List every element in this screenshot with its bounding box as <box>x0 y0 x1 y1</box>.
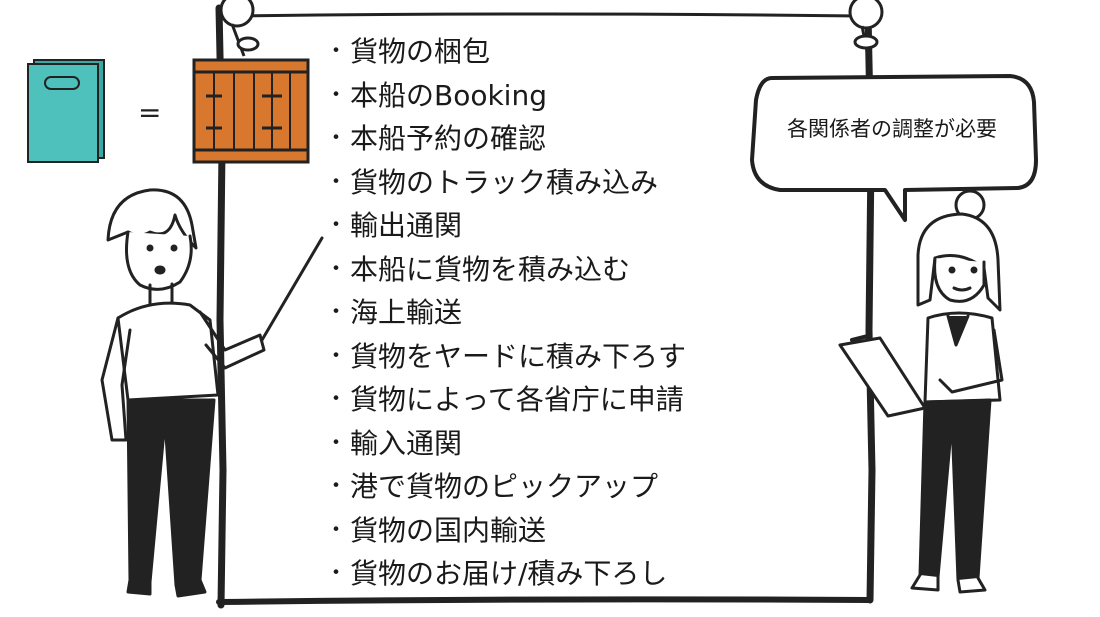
bullet: ・ <box>325 169 348 195</box>
list-item: ・本船に貨物を積み込む <box>325 248 686 292</box>
pin-right-icon <box>848 0 884 57</box>
step-label: 輸出通関 <box>350 209 463 242</box>
bullet: ・ <box>325 474 348 499</box>
list-item: ・貨物の国内輸送 <box>325 509 686 553</box>
step-label: 輸入通関 <box>350 426 463 460</box>
folder-icon <box>27 59 105 163</box>
list-item: ・本船のBooking <box>325 74 686 118</box>
step-label: 本船のBooking <box>350 78 547 112</box>
step-label: 本船に貨物を積み込む <box>350 252 631 286</box>
bullet: ・ <box>325 39 348 64</box>
bullet: ・ <box>325 517 348 543</box>
bullet: ・ <box>325 387 348 412</box>
step-label: 貨物のお届け/積み下ろし <box>350 557 668 590</box>
speech-bubble-text: 各関係者の調整が必要 <box>787 117 997 141</box>
woman-with-clipboard-figure <box>838 189 1004 594</box>
bullet: ・ <box>325 561 348 586</box>
shipping-steps-list: ・貨物の梱包 ・本船のBooking ・本船予約の確認 ・貨物のトラック積み込み… <box>325 30 686 596</box>
list-item: ・貨物によって各省庁に申請 <box>325 378 686 422</box>
speech-bubble <box>750 74 1038 222</box>
bullet: ・ <box>325 213 348 238</box>
list-item: ・貨物の梱包 <box>325 30 686 74</box>
bullet: ・ <box>325 126 348 151</box>
bullet: ・ <box>325 82 348 108</box>
step-label: 港で貨物のピックアップ <box>350 470 659 503</box>
bullet: ・ <box>325 343 348 369</box>
list-item: ・港で貨物のピックアップ <box>325 465 686 509</box>
step-label: 貨物の国内輸送 <box>350 513 547 547</box>
list-item: ・輸出通関 <box>325 204 686 248</box>
step-label: 貨物によって各省庁に申請 <box>350 383 684 416</box>
step-label: 本船予約の確認 <box>350 122 547 155</box>
list-item: ・貨物をヤードに積み下ろす <box>325 335 686 379</box>
shipping-container-icon <box>192 58 310 164</box>
list-item: ・本船予約の確認 <box>325 117 686 161</box>
step-label: 貨物のトラック積み込み <box>350 165 659 199</box>
list-item: ・海上輸送 <box>325 291 686 335</box>
list-item: ・輸入通関 <box>325 422 686 466</box>
step-label: 貨物をヤードに積み下ろす <box>350 339 687 373</box>
step-label: 貨物の梱包 <box>350 35 491 68</box>
list-item: ・貨物のお届け/積み下ろし <box>325 552 686 596</box>
step-label: 海上輸送 <box>350 296 463 329</box>
equals-sign: = <box>138 96 162 129</box>
bullet: ・ <box>325 430 348 456</box>
pin-left-icon <box>219 0 260 57</box>
presenter-man-figure <box>100 188 324 598</box>
bullet: ・ <box>325 300 348 325</box>
bullet: ・ <box>325 256 348 282</box>
list-item: ・貨物のトラック積み込み <box>325 161 686 205</box>
